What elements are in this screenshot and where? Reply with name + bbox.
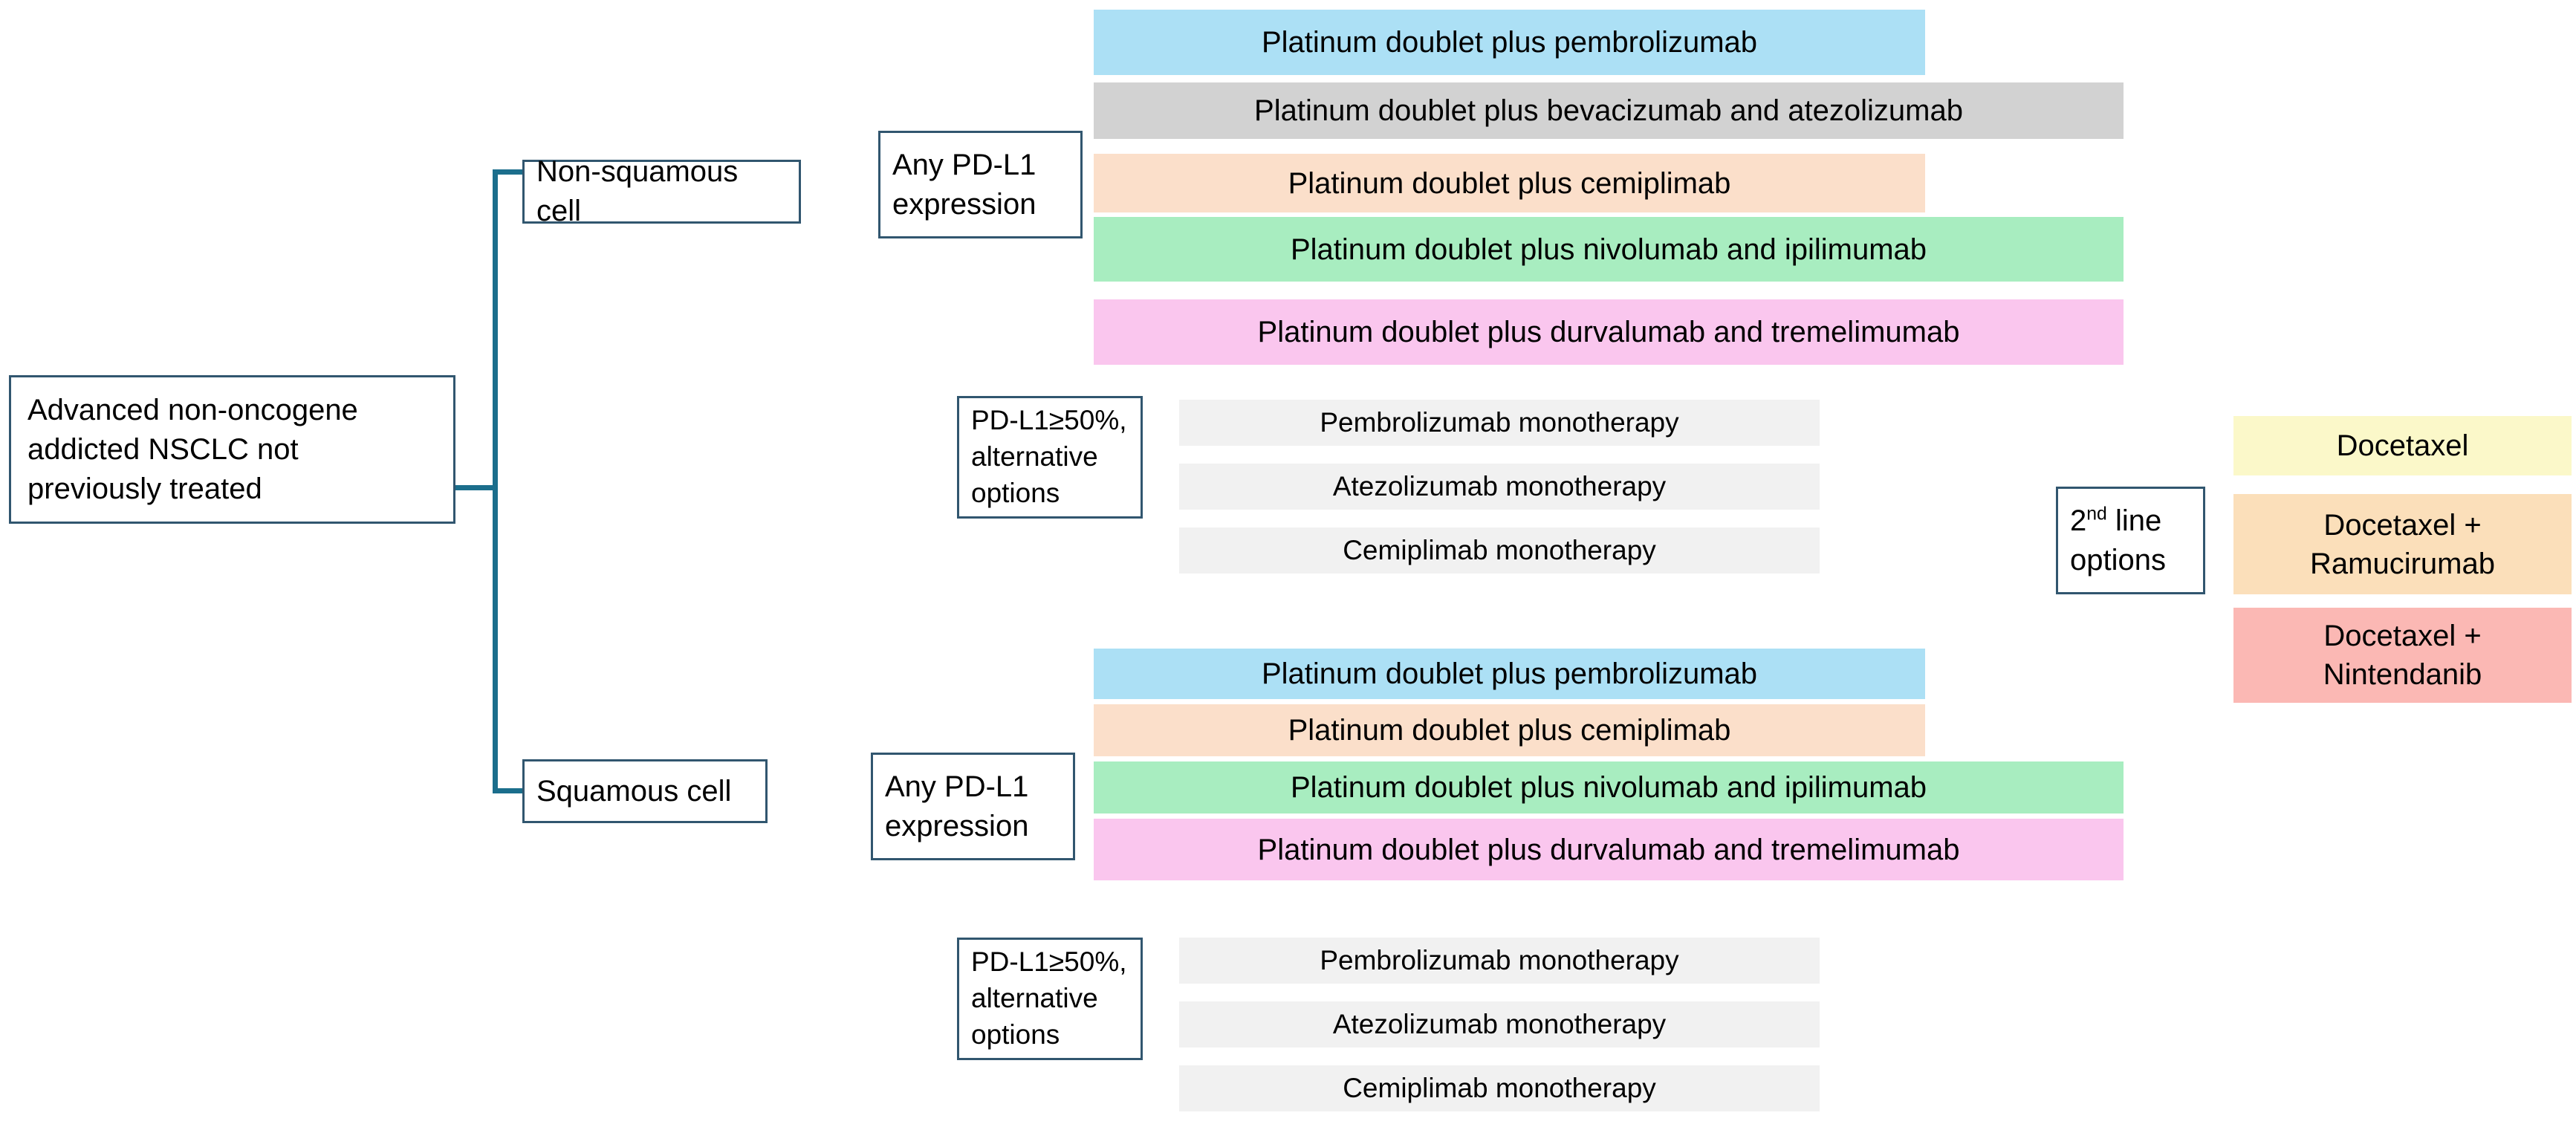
treatment-bar-label: Platinum doublet plus pembrolizumab — [1261, 26, 1758, 59]
group-label-pdl1-50-line3: options — [971, 1019, 1060, 1050]
root-line-2: addicted NSCLC not — [27, 432, 299, 466]
second-line-bar-label-line2: Ramucirumab — [2310, 547, 2495, 580]
treatment-bar-label: Platinum doublet plus nivolumab and ipil… — [1290, 233, 1927, 266]
root-line-3: previously treated — [27, 472, 262, 505]
group-label-pdl1-50-line3: options — [971, 477, 1060, 508]
connector-branch-top — [493, 169, 528, 175]
treatment-bar-nonsq-bevacizumab-atezolizumab: Platinum doublet plus bevacizumab and at… — [1094, 82, 2124, 139]
branch-node-non-squamous-cell: Non-squamous cell — [522, 155, 801, 227]
second-line-label-line1: 2nd line — [2070, 504, 2162, 537]
treatment-bar-label: Platinum doublet plus durvalumab and tre… — [1257, 833, 1960, 866]
treatment-bar-nonsq-durvalumab-tremelimumab: Platinum doublet plus durvalumab and tre… — [1094, 299, 2124, 365]
group-label-pdl1-50-line2: alternative — [971, 441, 1098, 472]
monotherapy-bar-label: Cemiplimab monotherapy — [1343, 534, 1656, 565]
second-line-bar-label-line1: Docetaxel — [2336, 429, 2469, 462]
monotherapy-bar-label: Atezolizumab monotherapy — [1332, 1008, 1667, 1039]
monotherapy-bar-label: Pembrolizumab monotherapy — [1320, 406, 1679, 438]
branch-node-squamous-cell: Squamous cell — [522, 759, 768, 823]
group-label-any-pdl1-line1: Any PD-L1 — [885, 770, 1029, 803]
group-label-pdl1-50-line1: PD-L1≥50%, — [971, 946, 1127, 978]
treatment-bar-sq-cemiplimab: Platinum doublet plus cemiplimab — [1094, 704, 1925, 756]
treatment-bar-label: Platinum doublet plus cemiplimab — [1288, 166, 1731, 200]
second-line-bar-label-line2: Nintendanib — [2323, 658, 2482, 691]
root-node-advanced-nsclc: Advanced non-oncogene addicted NSCLC not… — [9, 375, 455, 524]
group-node-pdl1-50-non-squamous: PD-L1≥50%, alternative options — [957, 396, 1143, 519]
group-label-pdl1-50-line1: PD-L1≥50%, — [971, 405, 1127, 436]
monotherapy-bar-nonsq-atezolizumab: Atezolizumab monotherapy — [1179, 464, 1820, 510]
second-line-bar-docetaxel-nintendanib: Docetaxel + Nintendanib — [2233, 608, 2572, 703]
treatment-bar-label: Platinum doublet plus bevacizumab and at… — [1254, 94, 1963, 127]
treatment-bar-nonsq-cemiplimab: Platinum doublet plus cemiplimab — [1094, 154, 1925, 212]
monotherapy-bar-sq-atezolizumab: Atezolizumab monotherapy — [1179, 1001, 1820, 1048]
treatment-bar-sq-pembrolizumab: Platinum doublet plus pembrolizumab — [1094, 649, 1925, 699]
second-line-bar-label-line1: Docetaxel + — [2323, 508, 2482, 542]
treatment-bar-label: Platinum doublet plus durvalumab and tre… — [1257, 316, 1960, 348]
group-node-second-line-options: 2nd line options — [2056, 487, 2205, 594]
group-label-any-pdl1-line2: expression — [885, 809, 1029, 842]
monotherapy-bar-sq-cemiplimab: Cemiplimab monotherapy — [1179, 1065, 1820, 1111]
group-label-pdl1-50-line2: alternative — [971, 983, 1098, 1014]
treatment-bar-label: Platinum doublet plus nivolumab and ipil… — [1290, 771, 1927, 804]
monotherapy-bar-label: Pembrolizumab monotherapy — [1320, 944, 1679, 975]
group-node-any-pdl1-non-squamous: Any PD-L1 expression — [878, 131, 1083, 238]
treatment-bar-label: Platinum doublet plus pembrolizumab — [1261, 657, 1758, 690]
connector-branch-bottom — [493, 788, 528, 793]
monotherapy-bar-nonsq-pembrolizumab: Pembrolizumab monotherapy — [1179, 400, 1820, 446]
monotherapy-bar-label: Atezolizumab monotherapy — [1332, 470, 1667, 501]
group-label-any-pdl1-line1: Any PD-L1 — [892, 148, 1036, 181]
monotherapy-bar-sq-pembrolizumab: Pembrolizumab monotherapy — [1179, 938, 1820, 984]
group-label-any-pdl1-line2: expression — [892, 187, 1036, 221]
treatment-bar-sq-durvalumab-tremelimumab: Platinum doublet plus durvalumab and tre… — [1094, 819, 2124, 880]
connector-vertical-spine — [493, 169, 498, 793]
second-line-bar-label-line1: Docetaxel + — [2323, 620, 2482, 652]
group-node-any-pdl1-squamous: Any PD-L1 expression — [871, 753, 1075, 860]
monotherapy-bar-nonsq-cemiplimab: Cemiplimab monotherapy — [1179, 527, 1820, 574]
branch-label-non-squamous: Non-squamous cell — [536, 155, 739, 227]
monotherapy-bar-label: Cemiplimab monotherapy — [1343, 1072, 1656, 1103]
group-node-pdl1-50-squamous: PD-L1≥50%, alternative options — [957, 938, 1143, 1060]
second-line-bar-docetaxel-ramucirumab: Docetaxel + Ramucirumab — [2233, 494, 2572, 594]
branch-label-squamous: Squamous cell — [536, 774, 732, 808]
second-line-label-line2: options — [2070, 543, 2166, 577]
second-line-bar-docetaxel: Docetaxel — [2233, 416, 2572, 475]
treatment-bar-sq-nivolumab-ipilimumab: Platinum doublet plus nivolumab and ipil… — [1094, 761, 2124, 813]
ordinal-suffix: nd — [2086, 504, 2107, 524]
connector-root-stub — [455, 485, 497, 490]
treatment-bar-nonsq-pembrolizumab: Platinum doublet plus pembrolizumab — [1094, 10, 1925, 75]
root-line-1: Advanced non-oncogene — [27, 394, 358, 426]
treatment-bar-nonsq-nivolumab-ipilimumab: Platinum doublet plus nivolumab and ipil… — [1094, 217, 2124, 282]
treatment-bar-label: Platinum doublet plus cemiplimab — [1288, 714, 1731, 747]
